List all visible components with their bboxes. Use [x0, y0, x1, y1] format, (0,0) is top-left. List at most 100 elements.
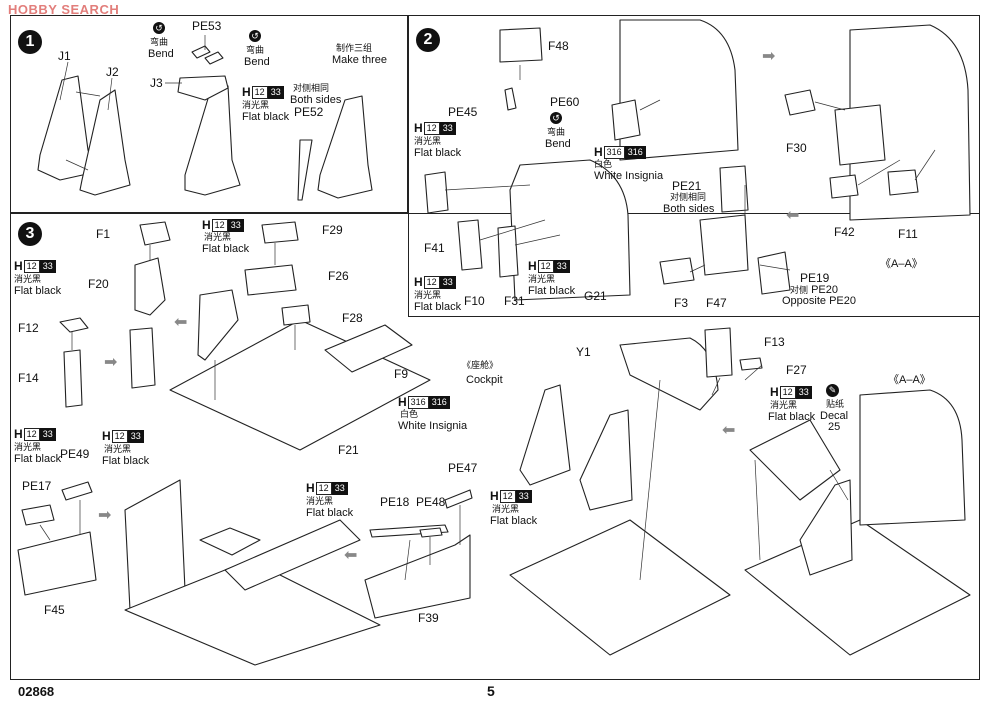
bend-label-en: Bend [244, 56, 270, 68]
assembly-arrow-icon: ⬅ [786, 207, 800, 224]
paint-code-number-alt: 33 [127, 430, 144, 443]
paint-name-zh: 消光黑 [104, 445, 132, 455]
part-label-pe45: PE45 [448, 105, 478, 119]
paint-name-en: Flat black [202, 243, 250, 255]
paint-code-prefix: H [770, 385, 779, 399]
paint-code-prefix: H [528, 259, 537, 273]
part-label-f26: F26 [328, 269, 349, 283]
paint-code-number: 316 [603, 146, 625, 159]
part-label-pe48: PE48 [416, 495, 446, 509]
paint-code-number-alt: 316 [428, 396, 450, 409]
step3-frame [10, 213, 980, 680]
both-sides-zh: 对侧相同 [293, 84, 330, 94]
step-number-2: 2 [416, 28, 440, 52]
paint-name-zh: 消光黑 [306, 497, 334, 507]
assembly-arrow-icon: ➡ [762, 48, 776, 65]
paint-code-flat-black: H 12 33 [14, 428, 56, 441]
paint-code-number-alt: 33 [515, 490, 532, 503]
decal-number: 25 [828, 421, 841, 433]
part-label-f42: F42 [834, 225, 855, 239]
part-label-pe17: PE17 [22, 479, 52, 493]
part-label-pe60: PE60 [550, 95, 580, 109]
assembly-arrow-icon: ⬅ [344, 547, 358, 564]
kit-number: 02868 [18, 684, 55, 699]
paint-code-flat-black: H 12 33 [414, 276, 456, 289]
paint-name-zh: 白色 [594, 160, 613, 170]
bend-label-en: Bend [148, 48, 174, 60]
paint-code-number-alt: 33 [227, 219, 244, 232]
paint-name-en: Flat black [414, 301, 462, 313]
paint-name-en: Flat black [528, 285, 576, 297]
assembly-arrow-icon: ⬅ [722, 422, 736, 439]
paint-code-number: 12 [23, 260, 40, 273]
paint-name-en: Flat black [14, 285, 62, 297]
part-label-f28: F28 [342, 311, 363, 325]
paint-name-zh: 消光黑 [528, 275, 556, 285]
part-label-y1: Y1 [576, 345, 591, 359]
part-label-f48: F48 [548, 39, 569, 53]
part-label-j2: J2 [106, 65, 119, 79]
paint-code-number-alt: 33 [439, 122, 456, 135]
paint-code-number: 12 [251, 86, 268, 99]
part-label-f41: F41 [424, 241, 445, 255]
bend-label-en: Bend [545, 138, 571, 150]
part-label-pe52: PE52 [294, 105, 324, 119]
paint-code-number-alt: 33 [267, 86, 284, 99]
paint-name-en: Flat black [768, 411, 816, 423]
paint-code-white-insignia: H 316 316 [594, 146, 646, 159]
bend-icon: ↺ [550, 112, 562, 124]
paint-name-zh: 消光黑 [14, 443, 42, 453]
part-label-pe21: PE21 [672, 179, 702, 193]
part-label-f3: F3 [674, 296, 689, 310]
part-label-f39: F39 [418, 611, 439, 625]
both-sides-en: Both sides [663, 203, 715, 215]
paint-code-prefix: H [594, 145, 603, 159]
paint-code-number-alt: 33 [331, 482, 348, 495]
bend-label-zh: 弯曲 [150, 38, 169, 48]
part-label-f31: F31 [504, 294, 525, 308]
paint-code-number: 12 [423, 122, 440, 135]
paint-code-number: 316 [407, 396, 429, 409]
part-label-pe47: PE47 [448, 461, 478, 475]
paint-name-en: Flat black [306, 507, 354, 519]
part-label-f10: F10 [464, 294, 485, 308]
paint-code-prefix: H [414, 275, 423, 289]
paint-code-flat-black: H 12 33 [14, 260, 56, 273]
decal-en: Decal [820, 410, 849, 422]
paint-name-zh: 消光黑 [770, 401, 798, 411]
bend-icon: ↺ [153, 22, 165, 34]
part-label-f45: F45 [44, 603, 65, 617]
watermark: HOBBY SEARCH [8, 2, 120, 17]
part-label-j3: J3 [150, 76, 163, 90]
bend-label-zh: 弯曲 [547, 128, 566, 138]
bend-label-zh: 弯曲 [246, 46, 265, 56]
paint-name-zh: 消光黑 [414, 291, 442, 301]
page-number: 5 [487, 683, 495, 699]
paint-code-number-alt: 33 [795, 386, 812, 399]
paint-code-prefix: H [490, 489, 499, 503]
paint-name-zh: 消光黑 [14, 275, 42, 285]
part-label-f30: F30 [786, 141, 807, 155]
part-label-f11: F11 [898, 227, 918, 241]
paint-code-flat-black: H 12 33 [414, 122, 456, 135]
part-label-f21: F21 [338, 443, 359, 457]
paint-name-en: White Insignia [398, 420, 468, 432]
paint-code-prefix: H [398, 395, 407, 409]
paint-name-en: Flat black [14, 453, 62, 465]
paint-code-flat-black: H 12 33 [490, 490, 532, 503]
opposite-pe20-en: Opposite PE20 [782, 295, 856, 307]
part-label-pe53: PE53 [192, 19, 222, 33]
paint-name-zh: 消光黑 [242, 101, 270, 111]
assembly-arrow-icon: ⬅ [174, 314, 188, 331]
paint-name-en: Flat black [490, 515, 538, 527]
decal-zh: 贴纸 [826, 400, 845, 410]
paint-name-en: Flat black [414, 147, 462, 159]
part-label-pe49: PE49 [60, 447, 90, 461]
part-label-f27: F27 [786, 363, 807, 377]
paint-name-zh: 消光黑 [492, 505, 520, 515]
paint-code-flat-black: H 12 33 [102, 430, 144, 443]
paint-code-prefix: H [102, 429, 111, 443]
paint-code-number-alt: 33 [39, 260, 56, 273]
part-label-f20: F20 [88, 277, 109, 291]
paint-code-prefix: H [202, 218, 211, 232]
